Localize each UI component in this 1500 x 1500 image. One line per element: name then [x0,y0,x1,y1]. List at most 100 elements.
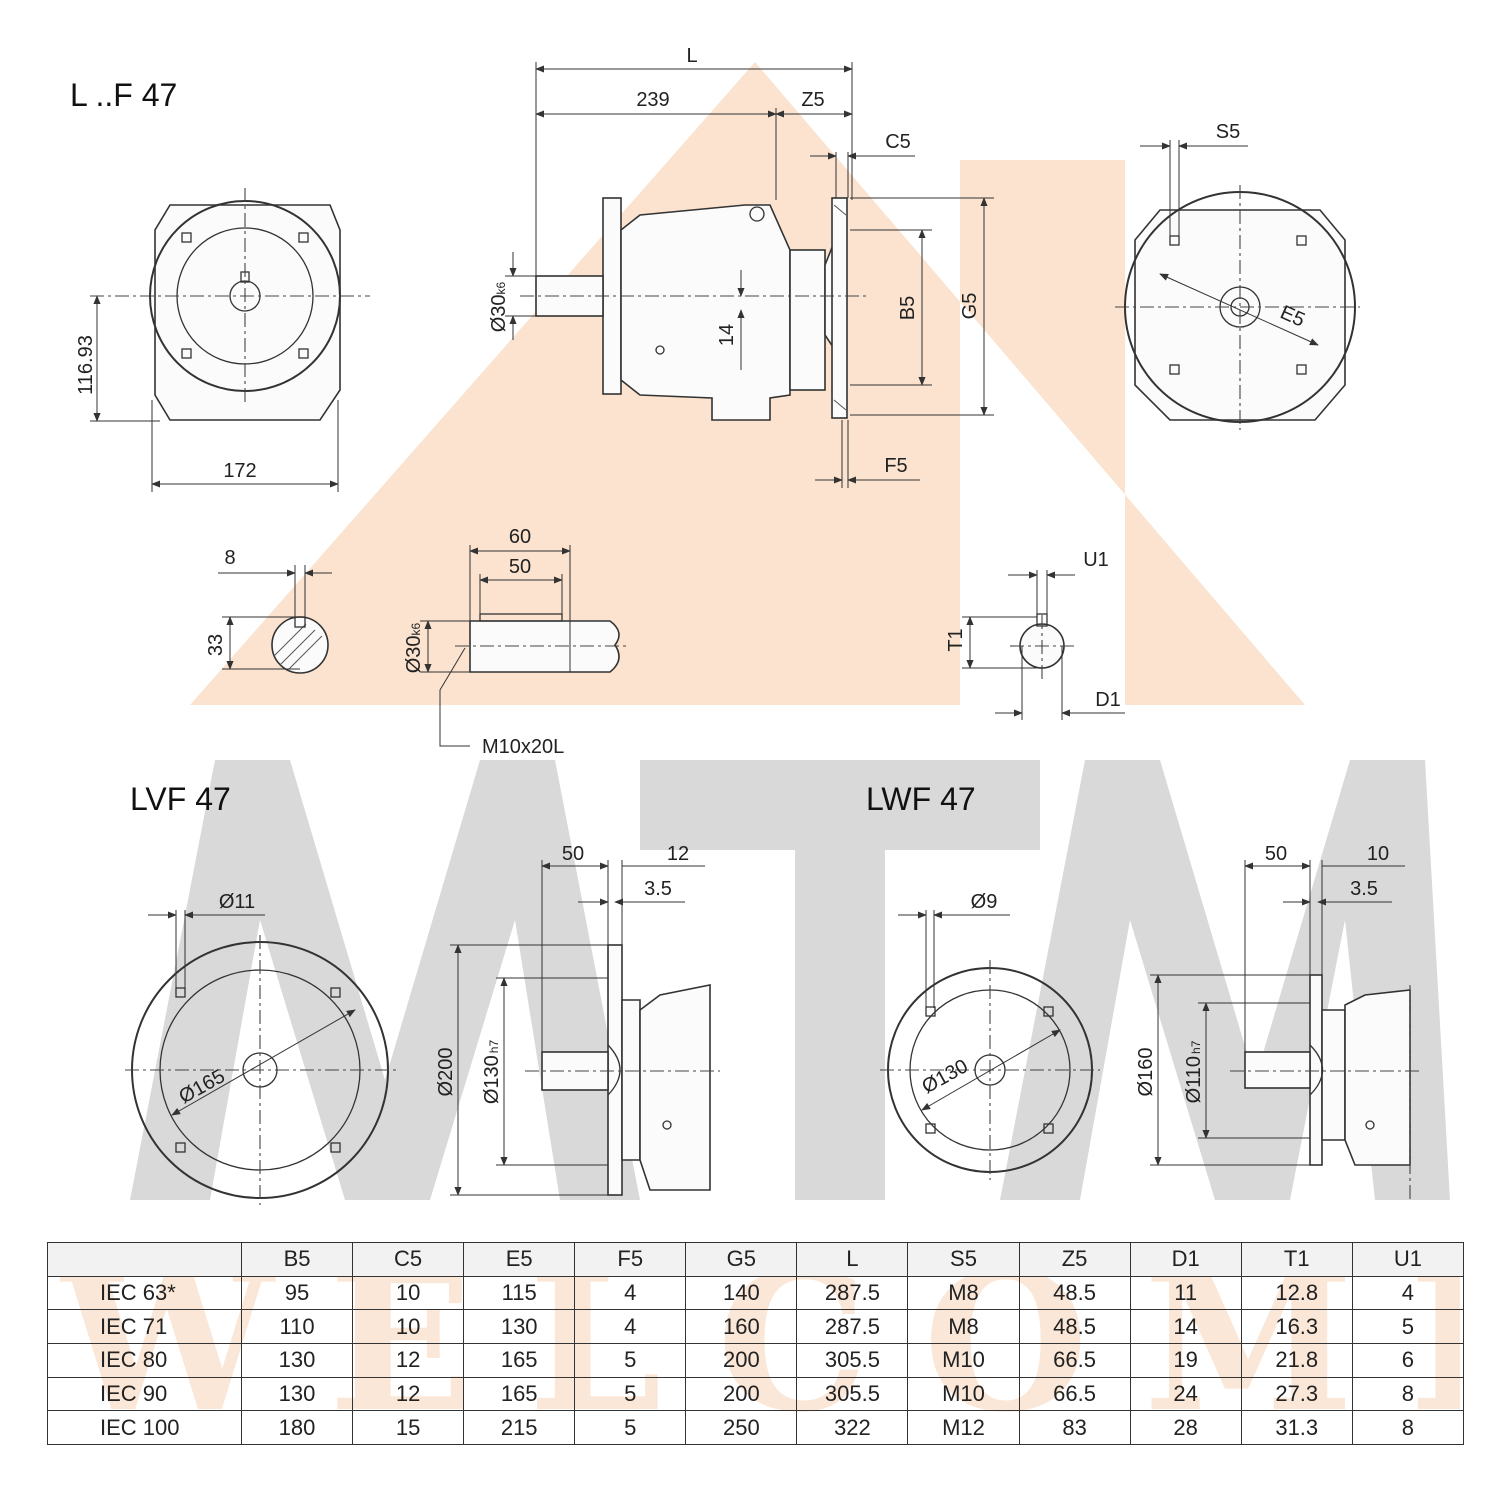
table-cell: 130 [240,1376,354,1412]
table-cell: 24 [1129,1376,1242,1412]
title-lvf-47: LVF 47 [130,781,231,817]
table-row-label: IEC 63* [47,1275,242,1311]
dim-239: 239 [636,89,669,111]
dim-Z5: Z5 [801,89,824,111]
table-cell: 48.5 [1018,1309,1131,1345]
table-row-label: IEC 90 [47,1376,242,1412]
table-cell: 28 [1129,1410,1242,1446]
lvf-dim-3-5: 3.5 [644,878,672,900]
dim-key-8: 8 [224,547,235,569]
dim-key-33: 33 [205,634,227,656]
table-row-label: IEC 80 [47,1343,242,1378]
table-header: B5 [240,1242,354,1277]
table-cell: 95 [240,1275,354,1311]
table-cell: 5 [1351,1309,1465,1345]
title-lwf-47: LWF 47 [866,781,976,817]
dim-G5: G5 [959,293,981,320]
table-header: F5 [574,1242,687,1277]
dim-L: L [686,45,697,67]
lvf-dim-50: 50 [562,843,584,865]
table-row-label: IEC 71 [47,1309,242,1345]
table-cell: 200 [685,1376,798,1412]
table-cell: 4 [574,1275,687,1311]
lwf-dim-10: 10 [1367,843,1389,865]
table-cell: 16.3 [1240,1309,1353,1345]
watermark-letters [130,760,1450,1200]
table-cell: 8 [1351,1410,1465,1446]
table-cell: 5 [574,1410,687,1446]
key-section-view: 8 33 [205,547,332,674]
table-header: D1 [1129,1242,1242,1277]
table-cell: 11 [1129,1275,1242,1311]
table-cell: 5 [574,1376,687,1412]
table-cell: 200 [685,1343,798,1378]
table-cell: M10 [907,1343,1020,1378]
table-cell: 130 [463,1309,576,1345]
table-cell: 48.5 [1018,1275,1131,1311]
table-header: C5 [352,1242,465,1277]
dim-60: 60 [509,526,531,548]
dim-T1: T1 [945,628,967,651]
lwf-side-view: 50 10 3.5 Ø160 Ø110h7 [1135,843,1420,1200]
table-cell: M8 [907,1309,1020,1345]
table-cell: 19 [1129,1343,1242,1378]
table-cell: 31.3 [1240,1410,1353,1446]
table-cell: 6 [1351,1343,1465,1378]
table-cell: 14 [1129,1309,1242,1345]
table-cell: M12 [907,1410,1020,1446]
table-cell: 4 [1351,1275,1465,1311]
table-cell: 115 [463,1275,576,1311]
dim-14: 14 [716,324,738,346]
table-cell: 12 [352,1343,465,1378]
lvf-dim-spigot: Ø130h7 [481,1040,503,1105]
table-cell: 305.5 [796,1343,909,1378]
lwf-dim-outer: Ø160 [1135,1048,1157,1097]
table-cell: 110 [240,1309,354,1345]
table-cell: 165 [463,1343,576,1378]
lvf-dim-12: 12 [667,843,689,865]
dimension-table: B5 C5 E5 F5 G5 L S5 Z5 D1 T1 U1 IEC 63*9… [47,1242,1465,1446]
table-row-label: IEC 100 [47,1410,242,1446]
front-view: 116.93 172 [75,188,370,492]
table-cell: 130 [240,1343,354,1378]
table-header [47,1242,242,1277]
table-cell: 305.5 [796,1376,909,1412]
table-cell: 15 [352,1410,465,1446]
table-cell: 66.5 [1018,1343,1131,1378]
dim-D1: D1 [1095,689,1121,711]
lvf-dim-hole: Ø11 [219,891,255,913]
table-cell: 160 [685,1309,798,1345]
table-cell: 66.5 [1018,1376,1131,1412]
dim-172: 172 [223,460,256,482]
dim-116-93: 116.93 [75,335,97,395]
lwf-dim-spigot: Ø110h7 [1183,1040,1205,1103]
dim-shaft-dia-detail: Ø30k6 [403,622,425,673]
table-cell: 10 [352,1275,465,1311]
table-header: E5 [463,1242,576,1277]
dim-C5: C5 [885,131,911,153]
table-header: Z5 [1018,1242,1131,1277]
dim-shaft-dia: Ø30k6 [488,281,510,332]
lwf-flange-front: Ø9 Ø130 [880,891,1100,1180]
table-cell: 21.8 [1240,1343,1353,1378]
lwf-dim-pcd: Ø130 [918,1055,971,1098]
table-cell: 287.5 [796,1275,909,1311]
dim-U1: U1 [1083,549,1109,571]
table-header: U1 [1351,1242,1465,1277]
table-cell: 322 [796,1410,909,1446]
table-header: L [796,1242,909,1277]
shaft-side-view: 60 50 Ø30k6 M10x20L [403,526,630,758]
table-cell: 4 [574,1309,687,1345]
dim-B5: B5 [897,296,919,320]
table-cell: 5 [574,1343,687,1378]
table-cell: M8 [907,1275,1020,1311]
table-header-row: B5 C5 E5 F5 G5 L S5 Z5 D1 T1 U1 [47,1242,1465,1277]
title-l-f-47: L ..F 47 [70,77,177,113]
table-header: S5 [907,1242,1020,1277]
